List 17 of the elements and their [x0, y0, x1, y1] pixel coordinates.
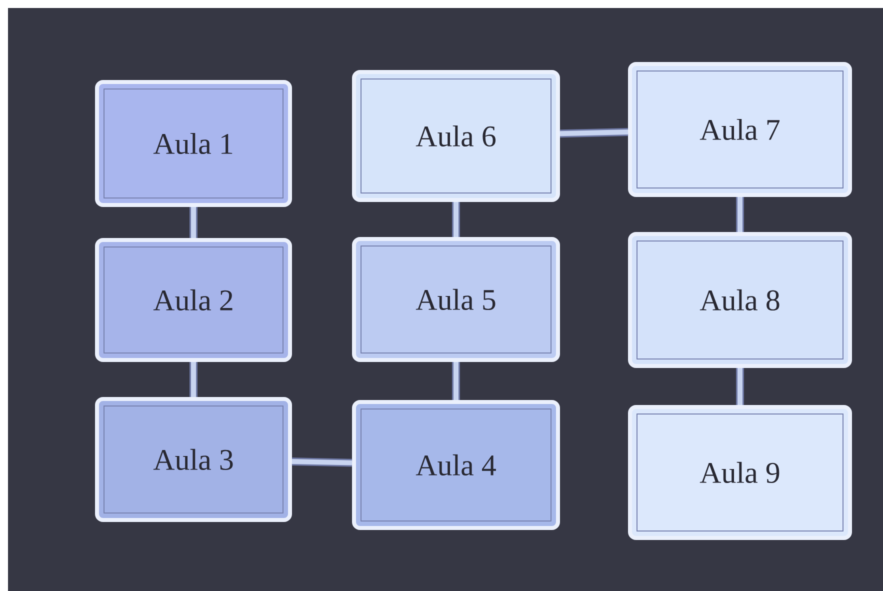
connector-tube [292, 458, 352, 467]
connector-tube [190, 206, 198, 238]
lesson-box: Aula 5 [352, 237, 560, 362]
connector-tube [452, 362, 460, 400]
lesson-box: Aula 2 [95, 238, 292, 362]
lesson-box: Aula 3 [95, 396, 292, 522]
lesson-box: Aula 1 [95, 80, 292, 207]
lesson-box: Aula 6 [352, 70, 560, 202]
lesson-box: Aula 9 [628, 405, 852, 540]
lesson-box: Aula 8 [628, 232, 852, 368]
lesson-box: Aula 7 [628, 62, 852, 197]
lesson-box: Aula 4 [352, 400, 560, 530]
connector-tube [452, 202, 460, 237]
connector-tube [736, 368, 744, 405]
connector-tube [736, 197, 744, 232]
connector-tube [190, 362, 198, 397]
connector-tube [560, 128, 628, 138]
